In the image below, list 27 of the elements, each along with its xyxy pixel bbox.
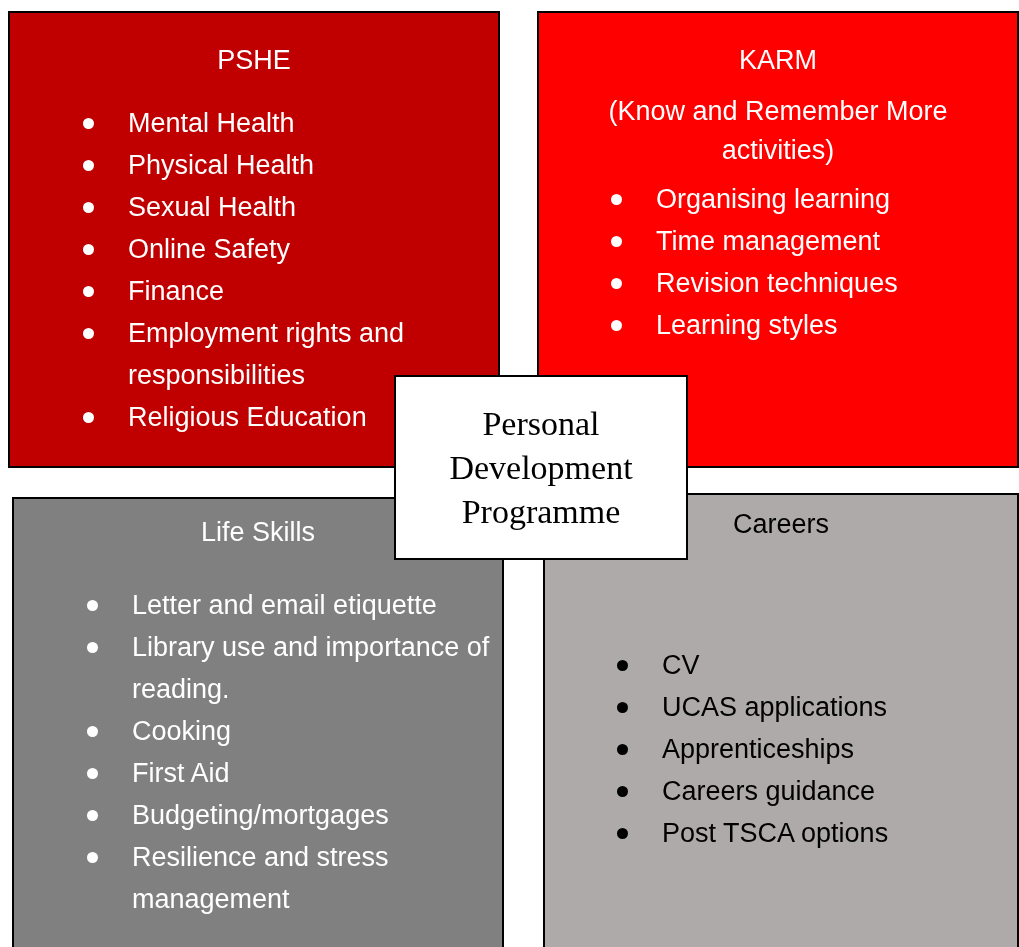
- list-item: CV: [662, 650, 700, 681]
- list-item: Time management: [656, 226, 881, 257]
- list-item: Cooking: [132, 716, 232, 747]
- list-item: Careers guidance: [662, 776, 876, 807]
- list-item: Religious Education: [128, 402, 367, 433]
- panel-heading: PSHE: [216, 44, 292, 77]
- list-item: Employment rights and responsibilities: [128, 318, 405, 391]
- list-item: Library use and importance of reading.: [132, 632, 490, 705]
- list-item: Resilience and stress management: [132, 842, 389, 915]
- list-item: Learning styles: [656, 310, 838, 341]
- box-title: Personal Development Programme: [448, 403, 634, 532]
- title-box: [394, 375, 688, 560]
- list-item: Letter and email etiquette: [132, 590, 437, 621]
- list-item: UCAS applications: [662, 692, 888, 723]
- panel-subheading: (Know and Remember More activities): [607, 95, 949, 168]
- panel-heading: KARM: [738, 44, 818, 77]
- list-item: Revision techniques: [656, 268, 898, 299]
- list-item: Budgeting/mortgages: [132, 800, 389, 831]
- list-item: First Aid: [132, 758, 230, 789]
- list-item: Finance: [128, 276, 225, 307]
- list-item: Physical Health: [128, 150, 315, 181]
- list-item: Organising learning: [656, 184, 891, 215]
- list-item: Post TSCA options: [662, 818, 889, 849]
- list-item: Apprenticeships: [662, 734, 855, 765]
- list-item: Sexual Health: [128, 192, 297, 223]
- list-item: Online Safety: [128, 234, 291, 265]
- list-item: Mental Health: [128, 108, 295, 139]
